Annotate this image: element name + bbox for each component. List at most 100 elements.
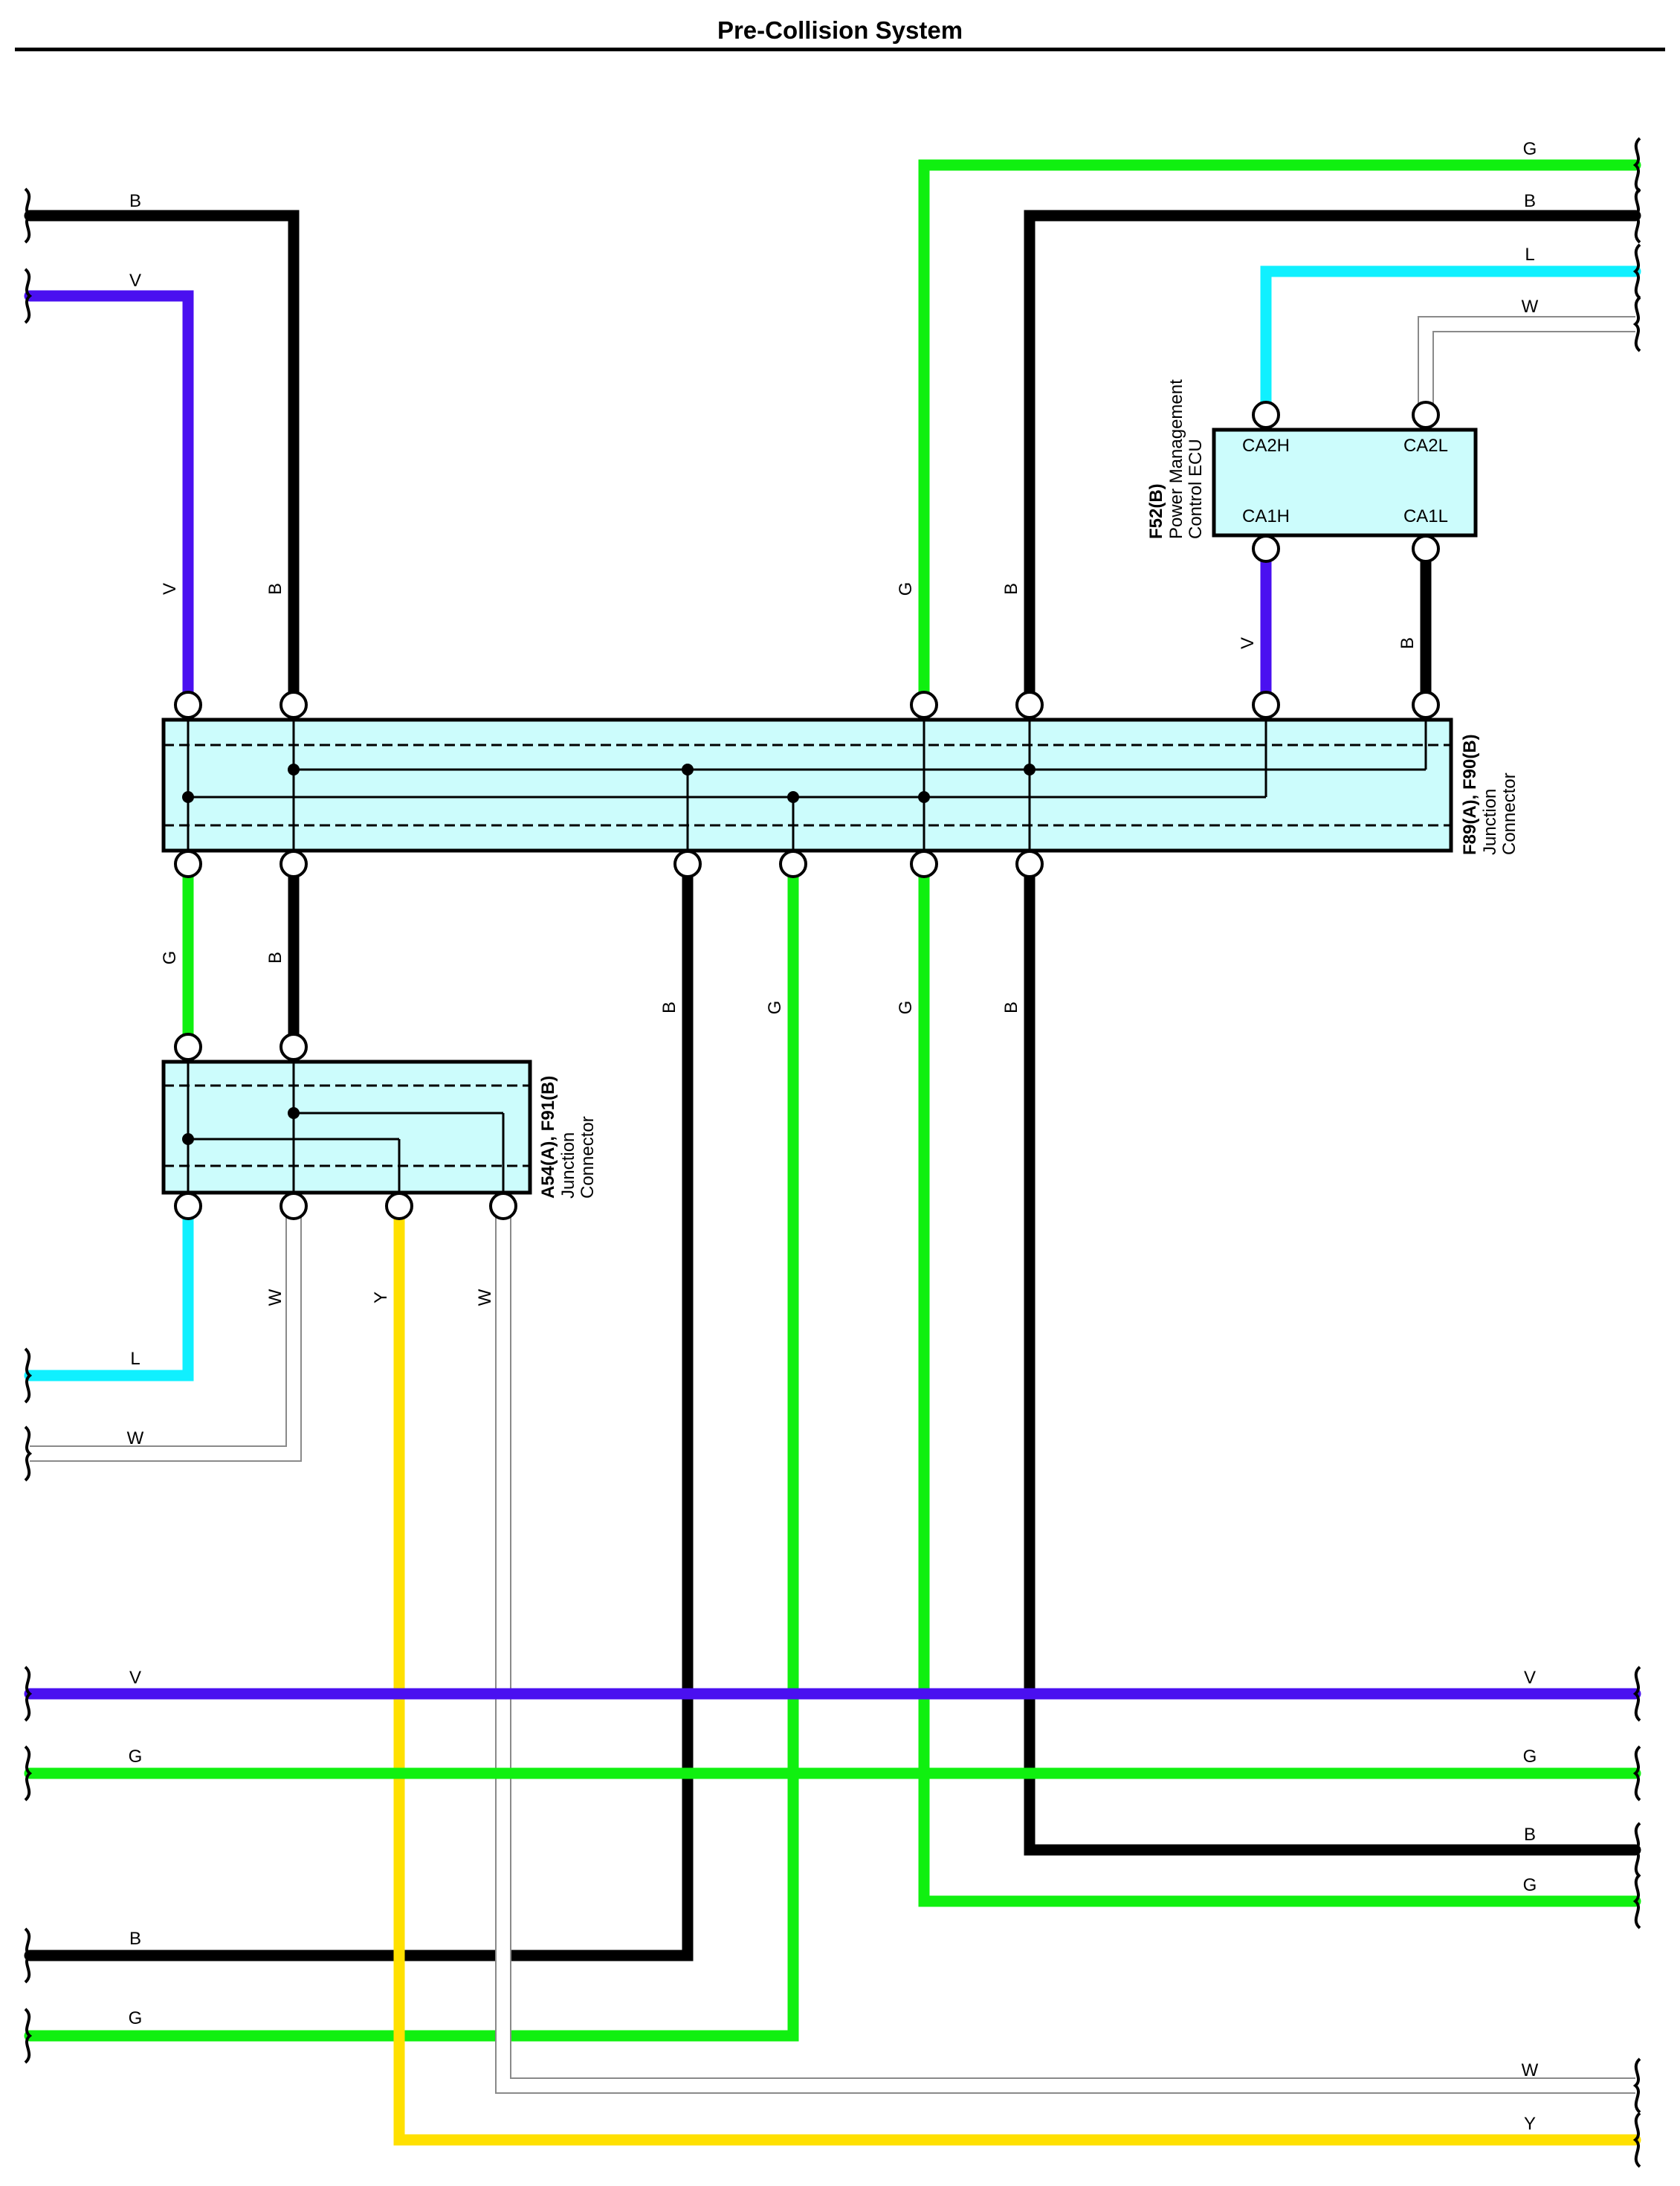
wire-break-right-1: [1632, 187, 1641, 244]
wire-label-h-2: G: [1523, 139, 1537, 159]
ecu-terminal-ca1l: CA1L: [1403, 506, 1448, 526]
ecu-code: F52(B): [1146, 483, 1166, 539]
wire-label-h-4: L: [1525, 245, 1534, 265]
pin-ecu-bottom-0-circle: [1252, 535, 1280, 563]
wire-label-h-17: Y: [1524, 2114, 1536, 2134]
pin-main-top-2-circle: [910, 691, 938, 719]
junction-main-name-2: Connector: [1499, 773, 1519, 855]
wire-label-v-3: B: [1001, 583, 1021, 595]
pin-small-bottom-3-circle: [489, 1192, 517, 1220]
wire-break-right-9: [1632, 2112, 1641, 2168]
pin-ecu-top-0-circle: [1252, 401, 1280, 429]
wire-g-right-top: [918, 159, 1641, 709]
internal-main-dot-1: [288, 764, 300, 776]
pin-small-bottom-0-circle: [174, 1192, 202, 1220]
internal-main-dot-2: [682, 764, 694, 776]
internal-main-dot-3: [1024, 764, 1036, 776]
title-rule: [15, 48, 1665, 51]
pin-main-bottom-3-circle: [779, 850, 807, 878]
junction-small-box: [161, 1060, 532, 1195]
wire-break-left-3: [24, 1425, 33, 1482]
wire-b-right-top: [1024, 210, 1641, 709]
wire-break-left-6: [24, 1927, 33, 1984]
wire-label-h-12: B: [1524, 1825, 1536, 1845]
junction-main-name-1: Junction: [1480, 789, 1500, 855]
wire-label-v-5: B: [1398, 637, 1418, 649]
wire-label-h-16: W: [1522, 2060, 1539, 2080]
wire-break-left-0: [24, 187, 33, 244]
wire-label-v-2: G: [896, 582, 916, 596]
wire-label-v-7: B: [265, 952, 285, 964]
wire-label-v-0: V: [160, 583, 180, 595]
pin-main-bottom-0-circle: [174, 850, 202, 878]
ecu-terminal-ca2l: CA2L: [1403, 436, 1448, 456]
pin-main-bottom-4-circle: [910, 850, 938, 878]
wire-break-right-6: [1632, 1822, 1641, 1878]
wire-label-v-13: Y: [371, 1292, 391, 1303]
pins-layer: [174, 401, 1440, 1220]
wire-y-small-pin1: [393, 1200, 1641, 2146]
wire-b-pin11: [24, 858, 694, 1961]
internal-main-dot-4: [182, 791, 194, 803]
pin-main-top-1-circle: [280, 691, 308, 719]
wire-label-h-11: G: [1523, 1747, 1537, 1767]
ecu-terminal-ca1h: CA1H: [1242, 506, 1290, 526]
wire-break-left-5: [24, 1745, 33, 1802]
wires-layer: [24, 159, 1641, 2146]
wire-label-v-4: V: [1238, 637, 1258, 649]
wire-w-small-pin3-core: [497, 1206, 1635, 2092]
wire-break-right-0: [1632, 137, 1641, 193]
wire-label-v-10: G: [896, 1001, 916, 1015]
pin-main-bottom-1-circle: [280, 850, 308, 878]
pin-small-bottom-2-circle: [385, 1192, 413, 1220]
wire-break-left-7: [24, 2008, 33, 2064]
junction-internal-layer: [182, 720, 1427, 1193]
wire-b-left-top: [24, 210, 300, 709]
wire-break-left-2: [24, 1347, 33, 1404]
wire-label-h-0: B: [129, 191, 141, 211]
wire-label-h-6: L: [130, 1349, 140, 1369]
wire-b-pin5: [1024, 858, 1641, 1856]
wire-w-ecu: [1418, 316, 1635, 413]
pin-main-top-5-circle: [1412, 691, 1440, 719]
wire-l-ecu: [1260, 265, 1641, 419]
connector-boxes-layer: [161, 428, 1478, 1195]
wire-label-v-14: W: [475, 1289, 495, 1306]
ecu-terminal-ca2h: CA2H: [1242, 436, 1290, 456]
page-title: Pre-Collision System: [717, 16, 963, 44]
wire-label-v-6: G: [160, 951, 180, 965]
wire-break-right-2: [1632, 243, 1641, 300]
wire-w-small-pin4: [30, 1206, 302, 1462]
wire-break-right-3: [1632, 296, 1641, 352]
wire-label-v-12: W: [265, 1289, 285, 1306]
wire-w-small-pin4-core: [30, 1206, 300, 1460]
wire-break-right-4: [1632, 1666, 1641, 1722]
wire-break-layer: [24, 137, 1641, 2168]
pin-main-top-0-circle: [174, 691, 202, 719]
internal-main-dot-6: [918, 791, 930, 803]
wire-label-h-13: G: [1523, 1875, 1537, 1895]
pin-main-bottom-5-circle: [1015, 850, 1044, 878]
internal-small-dot-2: [182, 1133, 194, 1145]
pin-ecu-bottom-1-circle: [1412, 535, 1440, 563]
wire-break-left-1: [24, 268, 33, 324]
junction-small-name-1: Junction: [558, 1132, 578, 1199]
junction-main-code: F89(A), F90(B): [1460, 734, 1480, 855]
wire-break-right-5: [1632, 1745, 1641, 1802]
wire-w-ecu-core: [1419, 317, 1635, 413]
pin-main-top-3-circle: [1015, 691, 1044, 719]
wire-label-h-8: V: [129, 1668, 141, 1688]
wire-label-h-1: V: [129, 271, 141, 291]
wire-break-right-7: [1632, 1873, 1641, 1929]
ecu-box: [1212, 428, 1478, 538]
wire-label-v-8: B: [659, 1002, 679, 1013]
wire-break-left-4: [24, 1666, 33, 1722]
wire-label-v-9: G: [765, 1001, 785, 1015]
junction-main-box: [161, 718, 1453, 853]
wire-label-v-1: B: [265, 583, 285, 595]
wire-l-small-pin2: [24, 1200, 194, 1381]
wire-g-pin4: [918, 858, 1641, 1907]
ecu-name-1: Power Management: [1166, 379, 1186, 539]
